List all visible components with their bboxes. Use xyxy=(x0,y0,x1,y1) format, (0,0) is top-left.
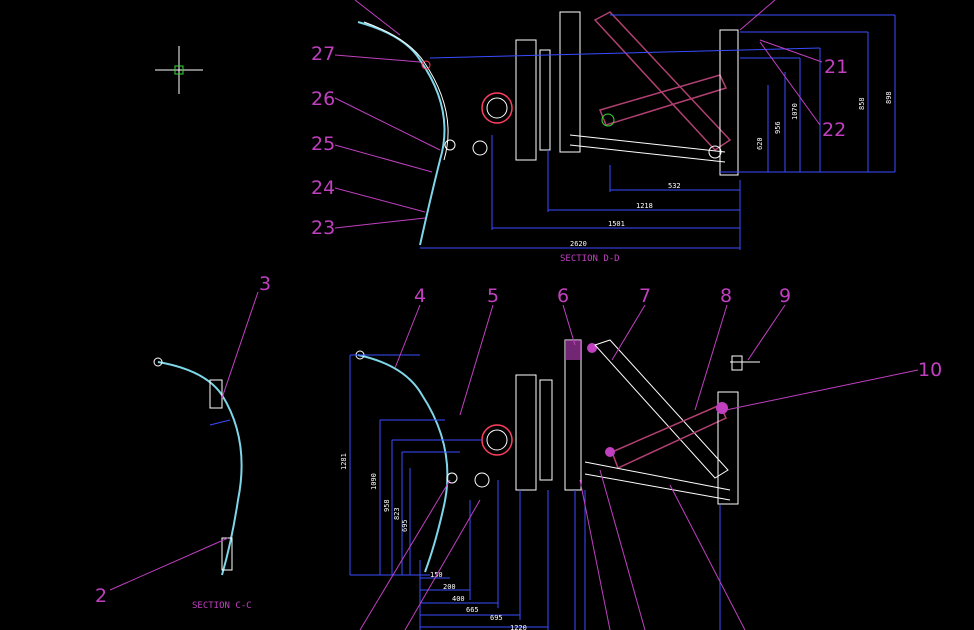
callout-7: 7 xyxy=(639,285,651,307)
dim-2620: 2620 xyxy=(570,240,587,248)
dim-1070: 1070 xyxy=(791,103,799,120)
section-cc-view: 3 2 SECTION C-C xyxy=(95,273,271,611)
crosshair-cursor-icon xyxy=(155,46,203,94)
callout-21: 21 xyxy=(824,56,848,78)
callout-4: 4 xyxy=(414,285,426,307)
dim-958: 958 xyxy=(383,499,391,512)
dim-1090: 1090 xyxy=(370,473,378,490)
callout-3: 3 xyxy=(259,273,271,295)
dim-858: 858 xyxy=(858,97,866,110)
callout-8: 8 xyxy=(720,285,732,307)
dim-1220: 1220 xyxy=(510,624,527,630)
callout-22: 22 xyxy=(822,119,846,141)
callout-5: 5 xyxy=(487,285,499,307)
callout-23: 23 xyxy=(311,217,335,239)
dim-200: 200 xyxy=(443,583,456,591)
dim-1218: 1218 xyxy=(636,202,653,210)
dim-823: 823 xyxy=(393,507,401,520)
callout-9: 9 xyxy=(779,285,791,307)
dim-620: 620 xyxy=(756,137,764,150)
section-dd-title: SECTION D-D xyxy=(560,254,620,264)
callout-27: 27 xyxy=(311,43,335,65)
dim-898: 898 xyxy=(885,91,893,104)
dim-532: 532 xyxy=(668,182,681,190)
callout-25: 25 xyxy=(311,133,335,155)
dim-695b: 695 xyxy=(490,614,503,622)
section-cc-title: SECTION C-C xyxy=(192,601,252,611)
callout-6: 6 xyxy=(557,285,569,307)
dim-695: 695 xyxy=(401,519,409,532)
callout-2: 2 xyxy=(95,585,107,607)
callout-10: 10 xyxy=(918,359,942,381)
dim-400: 400 xyxy=(452,595,465,603)
callout-24: 24 xyxy=(311,177,335,199)
dim-1281: 1281 xyxy=(340,453,348,470)
assembly-view: 1281 1090 958 823 695 150 200 400 665 69… xyxy=(340,285,942,630)
dim-1501: 1501 xyxy=(608,220,625,228)
dim-956: 956 xyxy=(774,121,782,134)
callout-26: 26 xyxy=(311,88,335,110)
section-dd-view: 532 1218 1501 2620 620 956 1070 858 898 … xyxy=(311,0,896,264)
dim-665: 665 xyxy=(466,606,479,614)
